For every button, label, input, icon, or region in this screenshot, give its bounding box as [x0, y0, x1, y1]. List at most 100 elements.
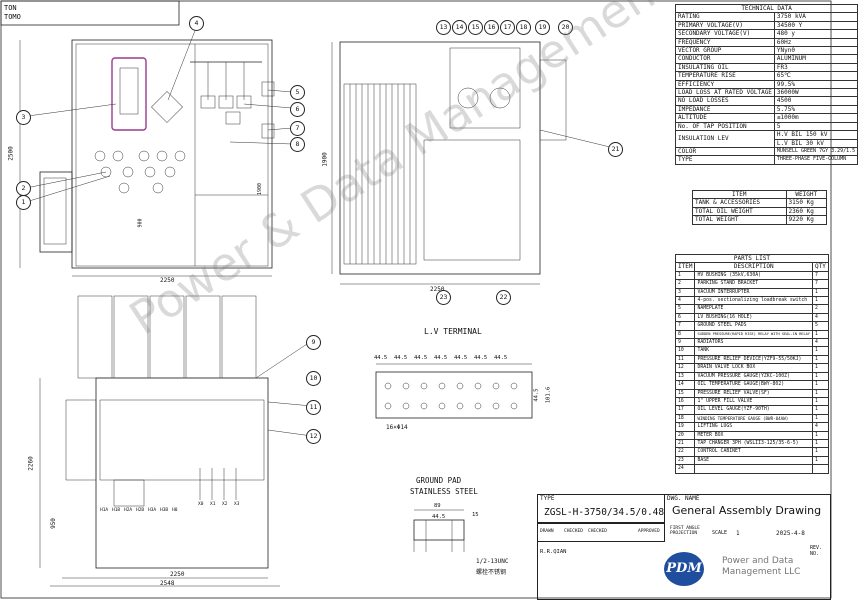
td-value: 4500 — [773, 96, 858, 106]
td-value: 65℃ — [773, 71, 858, 81]
ground-pad-title: GROUND PAD — [416, 476, 462, 485]
callout-1: 1 — [16, 195, 31, 210]
lv-pitch-3: 44.5 — [414, 355, 428, 361]
dwg-name-value: General Assembly Drawing — [672, 504, 822, 517]
parts-header-desc: DESCRIPTION — [694, 262, 813, 272]
dwg-name-label: DWG. NAME — [667, 495, 700, 502]
drawing-canvas — [0, 0, 832, 599]
drawn-by: R.R.QIAN — [540, 549, 567, 555]
lv-height-pitch: 44.5 — [533, 388, 540, 402]
td-label: CONDUCTOR — [675, 54, 775, 64]
parts-row: 24 — [674, 464, 829, 474]
title-block — [537, 494, 831, 600]
lv-pitch-1: 44.5 — [374, 355, 388, 361]
callout-16: 16 — [484, 20, 499, 35]
td-label: TEMPERATURE RISE — [675, 71, 775, 81]
ground-pad-material: STAINLESS STEEL — [410, 487, 478, 496]
side-width-dim: 2250 — [430, 286, 445, 293]
ground-dim-pitch: 44.5 — [432, 514, 446, 520]
td-value: 36000W — [773, 88, 858, 98]
td-label: ALTITUDE — [675, 113, 775, 123]
td-value: FR3 — [773, 62, 858, 73]
td-label: IMPEDANCE — [675, 104, 775, 115]
plan-inner-dim: 950 — [49, 518, 57, 529]
corner-note-line-2: TOMO — [4, 13, 21, 21]
weights-header-item: ITEM — [692, 189, 787, 200]
parts-header-item: ITEM — [674, 262, 696, 272]
bushing-label-x0: X0 — [198, 502, 204, 507]
insulation-hv: H.V BIL 150 kV — [773, 130, 858, 140]
td-label: No. OF TAP POSITION — [675, 121, 775, 132]
callout-5: 5 — [290, 85, 305, 100]
weight-value: 3150 Kg — [785, 198, 828, 208]
type-value: ZGSL-H-3750/34.5/0.48 — [544, 507, 665, 518]
bushing-label-x2: X2 — [222, 502, 228, 507]
callout-14: 14 — [452, 20, 467, 35]
role-approved: APPROVED — [638, 529, 660, 534]
bushing-label-h1a: H1A — [100, 508, 109, 513]
parts-header-qty: QTY — [811, 262, 829, 272]
td-value: 5 — [773, 121, 858, 132]
technical-data-title: TECHNICAL DATA — [674, 3, 858, 14]
callout-12: 12 — [306, 429, 321, 444]
weight-label: TANK & ACCESSORIES — [692, 198, 787, 208]
ground-dim-thickness: 15 — [472, 512, 479, 518]
callout-15: 15 — [468, 20, 483, 35]
ground-pad-drawing — [413, 509, 465, 552]
weight-value: 9220 Kg — [785, 215, 828, 225]
bushing-label-h3a: H3A — [148, 508, 157, 513]
type-cell — [537, 494, 665, 524]
lv-terminal-title: L.V TERMINAL — [424, 327, 482, 336]
bushing-label-h2b: H2B — [136, 508, 145, 513]
plan-overall-dim: 2548 — [160, 580, 175, 587]
plan-depth-dim: 2260 — [27, 456, 35, 471]
bushing-label-h2a: H2A — [124, 508, 133, 513]
color-label: COLOR — [675, 146, 775, 157]
callout-18: 18 — [516, 20, 531, 35]
lv-pitch-2: 44.5 — [394, 355, 408, 361]
front-width-dim: 2250 — [160, 277, 175, 284]
td-label: FREQUENCY — [675, 37, 775, 48]
td-value: YNyn0 — [773, 46, 858, 56]
side-height-dim: 1900 — [321, 152, 329, 167]
td-value: 60Hz — [773, 37, 858, 48]
plan-width-dim: 2250 — [170, 571, 185, 578]
company-name-line-2: Management LLC — [722, 567, 801, 577]
callout-8: 8 — [290, 137, 305, 152]
lv-pitch-7: 44.5 — [494, 355, 508, 361]
parts-list-title: PARTS LIST — [675, 253, 829, 264]
td-label: PRIMARY VOLTAGE(V) — [675, 20, 775, 31]
callout-23: 23 — [436, 290, 451, 305]
weight-value: 2360 Kg — [785, 206, 828, 217]
lv-pitch-4: 44.5 — [434, 355, 448, 361]
lv-pitch-5: 44.5 — [454, 355, 468, 361]
td-label: NO LOAD LOSSES — [675, 96, 775, 106]
color-value: MUNSELL GREEN 7GY 3.29/1.5 — [773, 146, 858, 157]
lv-terminal-drawing — [375, 363, 533, 419]
scale-label: SCALE — [712, 530, 728, 536]
insulation-lv: L.V BIL 30 kV — [773, 138, 858, 148]
core-label: TYPE — [675, 155, 775, 165]
bushing-label-h3b: H3B — [160, 508, 169, 513]
callout-20: 20 — [558, 20, 573, 35]
corner-note-box — [0, 0, 180, 26]
role-checked-2: CHECKED — [588, 529, 607, 534]
callout-22: 22 — [496, 290, 511, 305]
td-value: 480 y — [773, 29, 858, 39]
